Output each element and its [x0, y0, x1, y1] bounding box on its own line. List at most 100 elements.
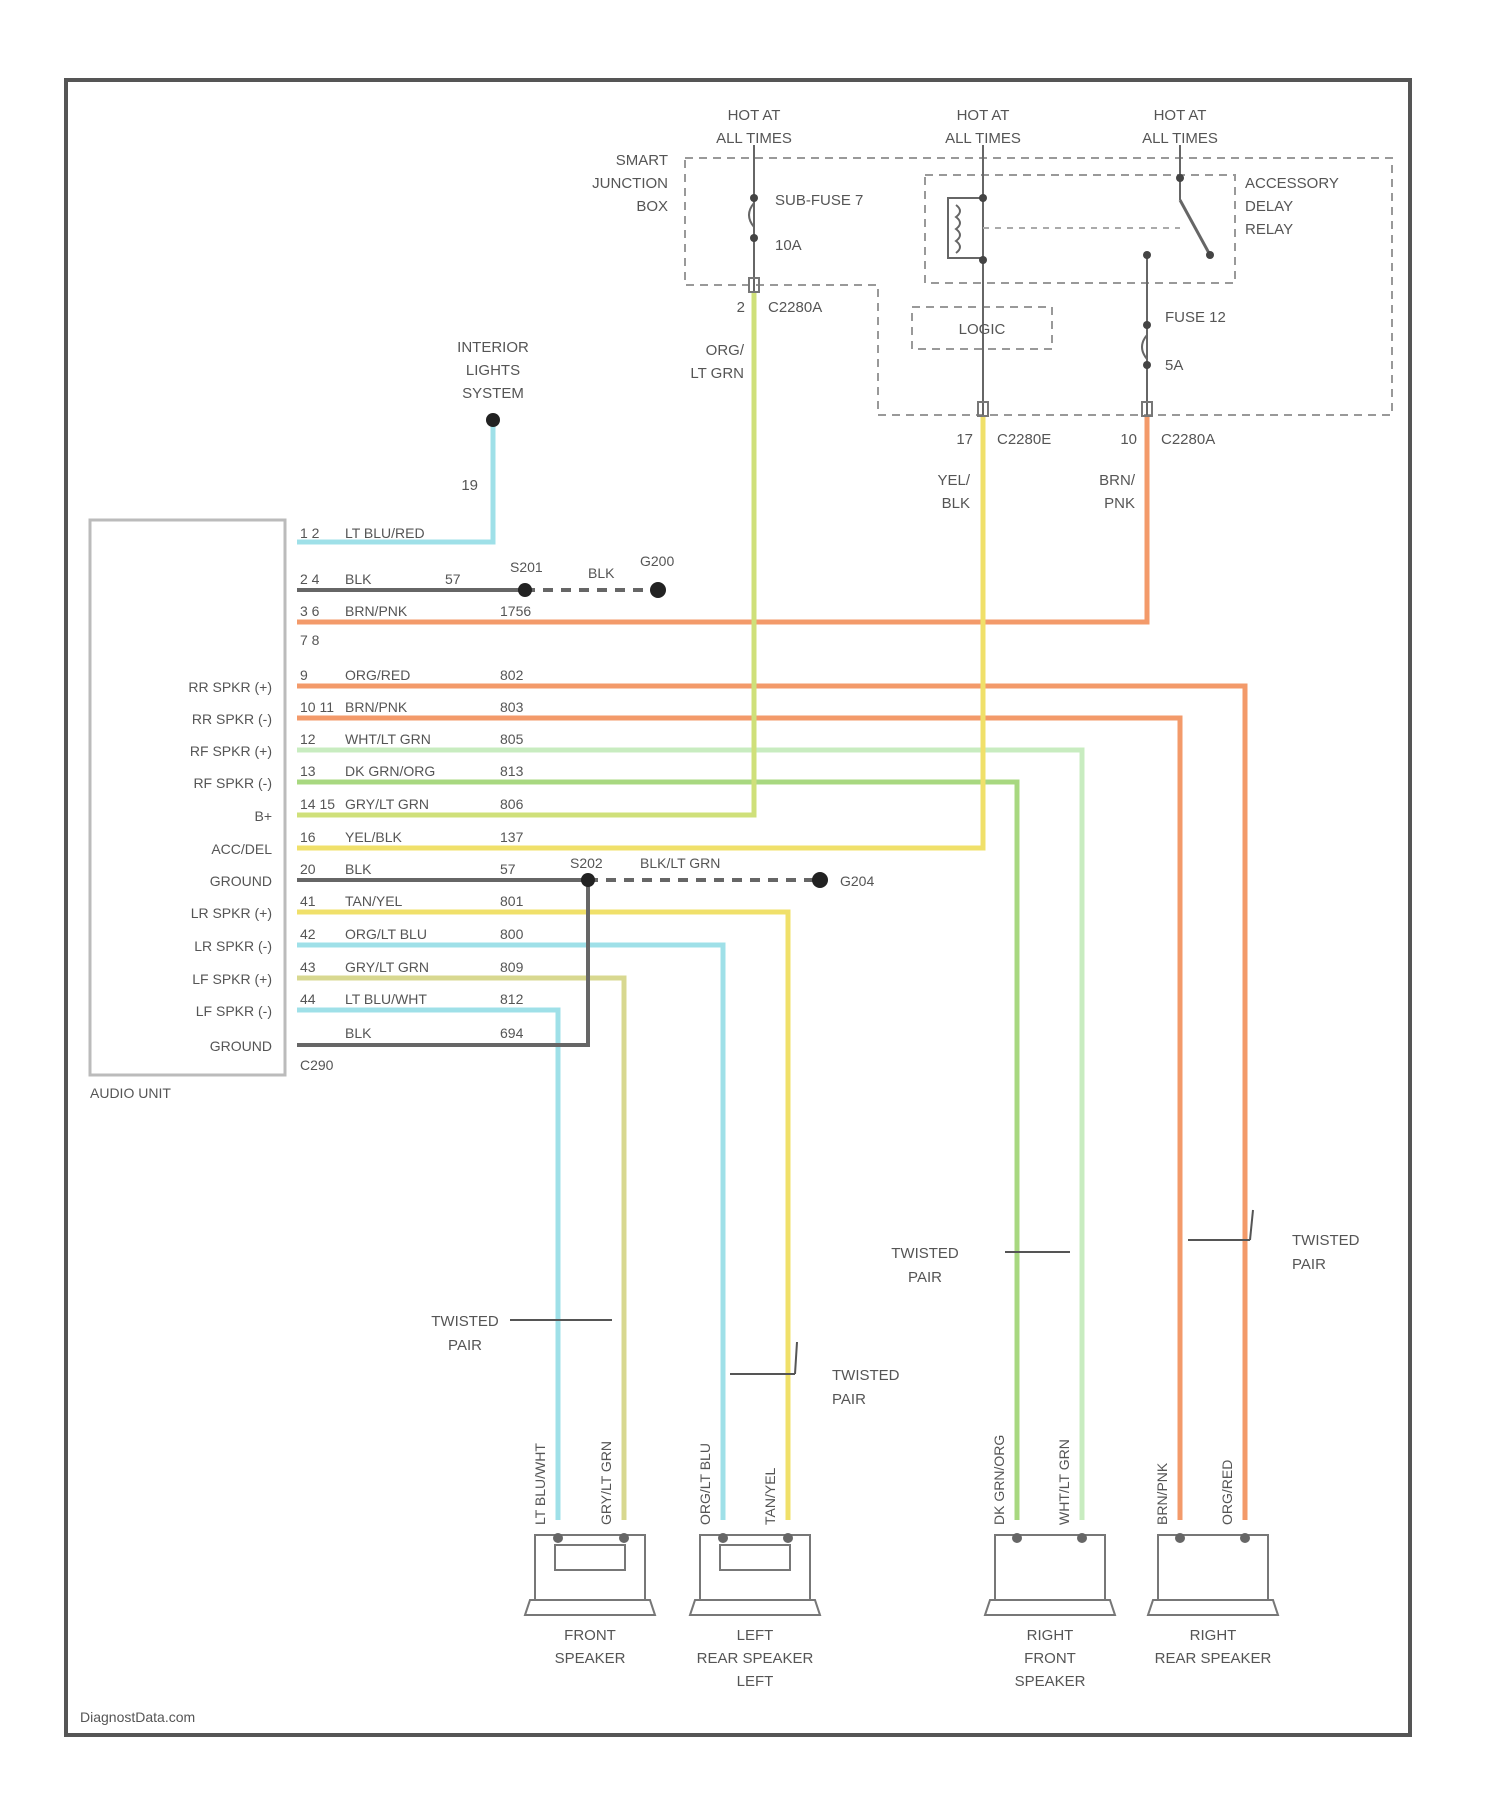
svg-text:WHT/LT GRN: WHT/LT GRN [345, 731, 431, 747]
twisted-pair-label-4: TWISTEDPAIR [832, 1367, 900, 1408]
svg-text:12: 12 [300, 731, 316, 747]
svg-text:TAN/YEL: TAN/YEL [345, 893, 403, 909]
svg-text:16: 16 [300, 829, 316, 845]
twisted-pair-label-3: TWISTEDPAIR [431, 1313, 499, 1354]
wire-gry-lt-grn-809 [297, 978, 624, 1520]
audio-unit-label: AUDIO UNIT [90, 1085, 171, 1101]
ground-g200-wire: BLK [588, 565, 615, 581]
wire-yel-blk-label: YEL/BLK [937, 472, 970, 512]
speaker-front [525, 1533, 655, 1615]
svg-text:BRN/PNK: BRN/PNK [345, 699, 408, 715]
svg-text:809: 809 [500, 959, 524, 975]
sub-fuse-amp: 10A [775, 237, 802, 254]
svg-text:RR SPKR (-): RR SPKR (-) [192, 711, 272, 727]
svg-text:57: 57 [445, 571, 461, 587]
audio-unit-box [90, 520, 285, 1075]
left-rear-speaker-wire-1: ORG/LT BLU [697, 1443, 713, 1525]
svg-text:802: 802 [500, 667, 524, 683]
svg-text:GRY/LT GRN: GRY/LT GRN [345, 959, 429, 975]
splice-s202-label: S202 [570, 855, 603, 871]
svg-text:1756: 1756 [500, 603, 531, 619]
ground-g200-dot [650, 582, 666, 598]
ground-g204-dot [812, 872, 828, 888]
wire-brn-pnk-label: BRN/PNK [1099, 472, 1136, 512]
wire-brn-pnk-803 [297, 718, 1180, 1520]
fuse-12-label: FUSE 12 [1165, 309, 1226, 326]
svg-text:137: 137 [500, 829, 524, 845]
speaker-right-rear [1148, 1533, 1278, 1615]
twisted-pair-label-2: TWISTEDPAIR [1292, 1232, 1360, 1273]
svg-text:801: 801 [500, 893, 524, 909]
svg-text:LF SPKR (-): LF SPKR (-) [196, 1003, 272, 1019]
svg-text:LR SPKR (+): LR SPKR (+) [191, 905, 272, 921]
svg-text:GROUND: GROUND [210, 1038, 272, 1054]
svg-text:BLK: BLK [345, 571, 372, 587]
logic-label: LOGIC [959, 321, 1006, 338]
svg-text:BLK: BLK [345, 1025, 372, 1041]
svg-text:RF SPKR (+): RF SPKR (+) [190, 743, 272, 759]
connector-c2280a-pin: 2 [737, 299, 745, 316]
svg-text:10 11: 10 11 [300, 699, 334, 715]
wire-blk-694 [297, 880, 588, 1045]
svg-text:14 15: 14 15 [300, 796, 335, 812]
svg-text:805: 805 [500, 731, 524, 747]
wire-org-lt-grn-label: ORG/LT GRN [690, 342, 744, 382]
svg-text:800: 800 [500, 926, 524, 942]
svg-text:BLK: BLK [345, 861, 372, 877]
svg-text:2 4: 2 4 [300, 571, 320, 587]
right-front-speaker-wire-1: DK GRN/ORG [991, 1435, 1007, 1525]
splice-s201-dot [518, 583, 532, 597]
connector-c2280a2: C2280A [1161, 431, 1215, 448]
right-front-speaker-wire-2: WHT/LT GRN [1056, 1439, 1072, 1525]
svg-text:ACC/DEL: ACC/DEL [211, 841, 272, 857]
splice-s202-dot [581, 873, 595, 887]
svg-text:7 8: 7 8 [300, 632, 320, 648]
front-speaker-wire-1: LT BLU/WHT [532, 1443, 548, 1525]
interior-lights-node [486, 413, 500, 427]
twisted-pair-markers [510, 1210, 1253, 1374]
sub-fuse-label: SUB-FUSE 7 [775, 192, 863, 209]
connector-c2280e: C2280E [997, 431, 1051, 448]
svg-text:LT BLU/WHT: LT BLU/WHT [345, 991, 427, 1007]
audio-unit-connector: C290 [300, 1057, 334, 1073]
interior-circuit: 19 [461, 477, 478, 494]
svg-text:BRN/PNK: BRN/PNK [345, 603, 408, 619]
svg-text:42: 42 [300, 926, 316, 942]
ground-g200-label: G200 [640, 553, 674, 569]
wire-dk-grn-org-813 [297, 782, 1017, 1520]
svg-text:43: 43 [300, 959, 316, 975]
svg-text:803: 803 [500, 699, 524, 715]
svg-text:LF SPKR (+): LF SPKR (+) [192, 971, 272, 987]
ground-g204-wire: BLK/LT GRN [640, 855, 720, 871]
connector-c2280a: C2280A [768, 299, 822, 316]
splice-s201-label: S201 [510, 559, 543, 575]
svg-text:LR SPKR (-): LR SPKR (-) [194, 938, 272, 954]
speaker-right-front [985, 1533, 1115, 1615]
svg-text:YEL/BLK: YEL/BLK [345, 829, 402, 845]
svg-text:44: 44 [300, 991, 316, 1007]
svg-text:RR SPKR (+): RR SPKR (+) [188, 679, 272, 695]
front-speaker-wire-2: GRY/LT GRN [598, 1441, 614, 1525]
svg-text:LT BLU/RED: LT BLU/RED [345, 525, 425, 541]
connector-c2280a2-pin: 10 [1120, 431, 1137, 448]
fuse-12-amp: 5A [1165, 357, 1183, 374]
right-rear-speaker-wire-1: BRN/PNK [1154, 1462, 1170, 1525]
svg-text:13: 13 [300, 763, 316, 779]
ground-g204-label: G204 [840, 873, 874, 889]
svg-text:RF SPKR (-): RF SPKR (-) [193, 775, 272, 791]
svg-text:GROUND: GROUND [210, 873, 272, 889]
svg-text:694: 694 [500, 1025, 524, 1041]
svg-text:ORG/LT BLU: ORG/LT BLU [345, 926, 427, 942]
wire-org-red-802 [297, 686, 1245, 1520]
svg-text:41: 41 [300, 893, 316, 909]
svg-text:GRY/LT GRN: GRY/LT GRN [345, 796, 429, 812]
